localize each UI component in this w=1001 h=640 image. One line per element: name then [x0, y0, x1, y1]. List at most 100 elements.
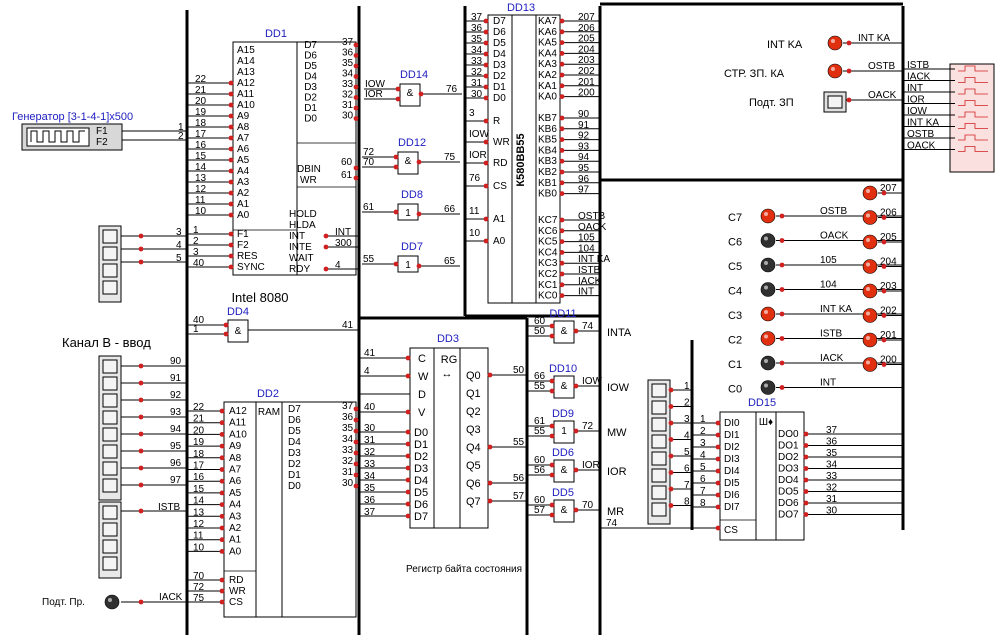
switch-key[interactable] — [651, 383, 667, 398]
indicator-lamp-c3[interactable] — [760, 306, 776, 322]
switch-key[interactable] — [651, 485, 667, 500]
pin-dot — [138, 448, 144, 454]
dd15-pin-do1: DO1 — [778, 441, 799, 452]
indicator-a-lamp-205[interactable] — [862, 234, 878, 250]
dd13-pin-r: R — [493, 116, 500, 127]
pin-dot — [223, 331, 229, 337]
indicator-lamp-c7[interactable] — [760, 208, 776, 224]
dd2-pin-d1: D1 — [288, 470, 301, 481]
switch-key[interactable] — [102, 478, 118, 493]
pin-dot — [559, 115, 565, 121]
net-label: 2 — [700, 426, 706, 437]
dd13-pin-kc5: KC5 — [538, 237, 558, 248]
dd13-pin-ka4: KA4 — [538, 48, 557, 59]
switch-key[interactable] — [651, 400, 667, 415]
switch-key[interactable] — [102, 376, 118, 391]
lamp-highlight — [866, 336, 870, 340]
switch-key[interactable] — [651, 451, 667, 466]
dd13-pin-kb6: KB6 — [538, 124, 557, 135]
switch-key[interactable] — [651, 434, 667, 449]
net-label: 18 — [193, 449, 205, 460]
switch-key[interactable] — [102, 393, 118, 408]
switch-key[interactable] — [102, 359, 118, 374]
indicator-lamp-c5[interactable] — [760, 257, 776, 273]
pin-dot — [228, 113, 234, 119]
pin-dot — [549, 323, 555, 329]
indicator-lamp-c4[interactable] — [760, 282, 776, 297]
dd1-pin-a15: A15 — [237, 45, 255, 56]
indicator-a-lamp-200[interactable] — [862, 357, 878, 372]
dd13-pin-kb3: KB3 — [538, 156, 557, 167]
switch-key[interactable] — [651, 468, 667, 483]
pin-dot — [668, 470, 674, 475]
pin-dot — [483, 84, 489, 90]
net-label: 60 — [341, 157, 353, 168]
dd15-pin-cs: CS — [724, 525, 738, 536]
net-label: 5 — [700, 462, 706, 473]
dd1-pin-a10: A10 — [237, 100, 255, 111]
indicator-lamp-c0[interactable] — [760, 380, 776, 395]
dd2-right — [281, 401, 357, 618]
net-label: 8 — [700, 498, 706, 509]
switch-key[interactable] — [651, 502, 667, 517]
switch-key[interactable] — [102, 229, 118, 244]
switch-key[interactable] — [102, 410, 118, 425]
pin-dot — [715, 456, 721, 462]
dd1-pin-wait: WAIT — [289, 253, 314, 264]
lamp-highlight — [866, 189, 870, 193]
switch-key[interactable] — [102, 505, 118, 520]
switch-key[interactable] — [102, 556, 118, 571]
indicator-a-lamp-204[interactable] — [862, 259, 878, 274]
pin-dot — [323, 266, 329, 272]
pin-dot — [881, 313, 887, 318]
switch-key[interactable] — [102, 263, 118, 278]
net-label: 14 — [195, 162, 207, 173]
net-label: 12 — [195, 184, 207, 195]
podt-pr-button[interactable] — [104, 594, 120, 610]
switch-key[interactable] — [102, 246, 118, 261]
net-label: 3 — [684, 414, 690, 425]
indicator-a-lamp-202[interactable] — [862, 308, 878, 323]
net-label: 93 — [170, 407, 182, 418]
net-label: 66 — [534, 371, 546, 382]
pin-dot — [483, 51, 489, 57]
net-label: 74 — [582, 321, 594, 332]
indicator-a-lamp-206[interactable] — [862, 210, 878, 225]
dd1-pin-hold: HOLD — [289, 209, 317, 220]
switch-key[interactable] — [651, 417, 667, 432]
pin-dot — [353, 472, 359, 478]
pin-dot — [559, 191, 565, 197]
dd1-pin-d7: D7 — [304, 40, 317, 51]
pin-dot — [405, 477, 411, 483]
dd1-pin-d3: D3 — [304, 82, 317, 93]
pin-dot — [559, 18, 565, 24]
pin-dot — [219, 490, 225, 496]
net-label: 90 — [578, 109, 590, 120]
pin-dot — [405, 373, 411, 379]
indicator-a-lamp-201[interactable] — [862, 332, 878, 348]
net-label: 104 — [578, 243, 595, 254]
switch-key[interactable] — [102, 444, 118, 459]
indicator-a-lamp-203[interactable] — [862, 283, 878, 299]
switch-key[interactable] — [102, 522, 118, 537]
net-label: 95 — [170, 441, 182, 452]
net-label: 35 — [471, 34, 483, 45]
gate-label-iow: IOW — [607, 382, 630, 394]
switch-key[interactable] — [102, 539, 118, 554]
switch-key[interactable] — [102, 461, 118, 476]
net-label: 75 — [193, 593, 205, 604]
int-ka-lamp[interactable] — [827, 35, 843, 51]
str-zp-lamp[interactable] — [827, 63, 843, 79]
indicator-a-lamp-207[interactable] — [862, 185, 878, 201]
pin-dot — [219, 478, 225, 484]
switch-key[interactable] — [102, 427, 118, 442]
switch-key[interactable] — [102, 280, 118, 295]
dd15-left — [719, 411, 757, 541]
pin-dot — [803, 489, 809, 494]
indicator-lamp-c6[interactable] — [760, 233, 776, 248]
net-label: 203 — [578, 55, 595, 66]
pin-dot — [353, 483, 359, 489]
indicator-lamp-c1[interactable] — [760, 355, 776, 371]
indicator-lamp-c2[interactable] — [760, 331, 776, 346]
pin-dot — [138, 431, 144, 437]
